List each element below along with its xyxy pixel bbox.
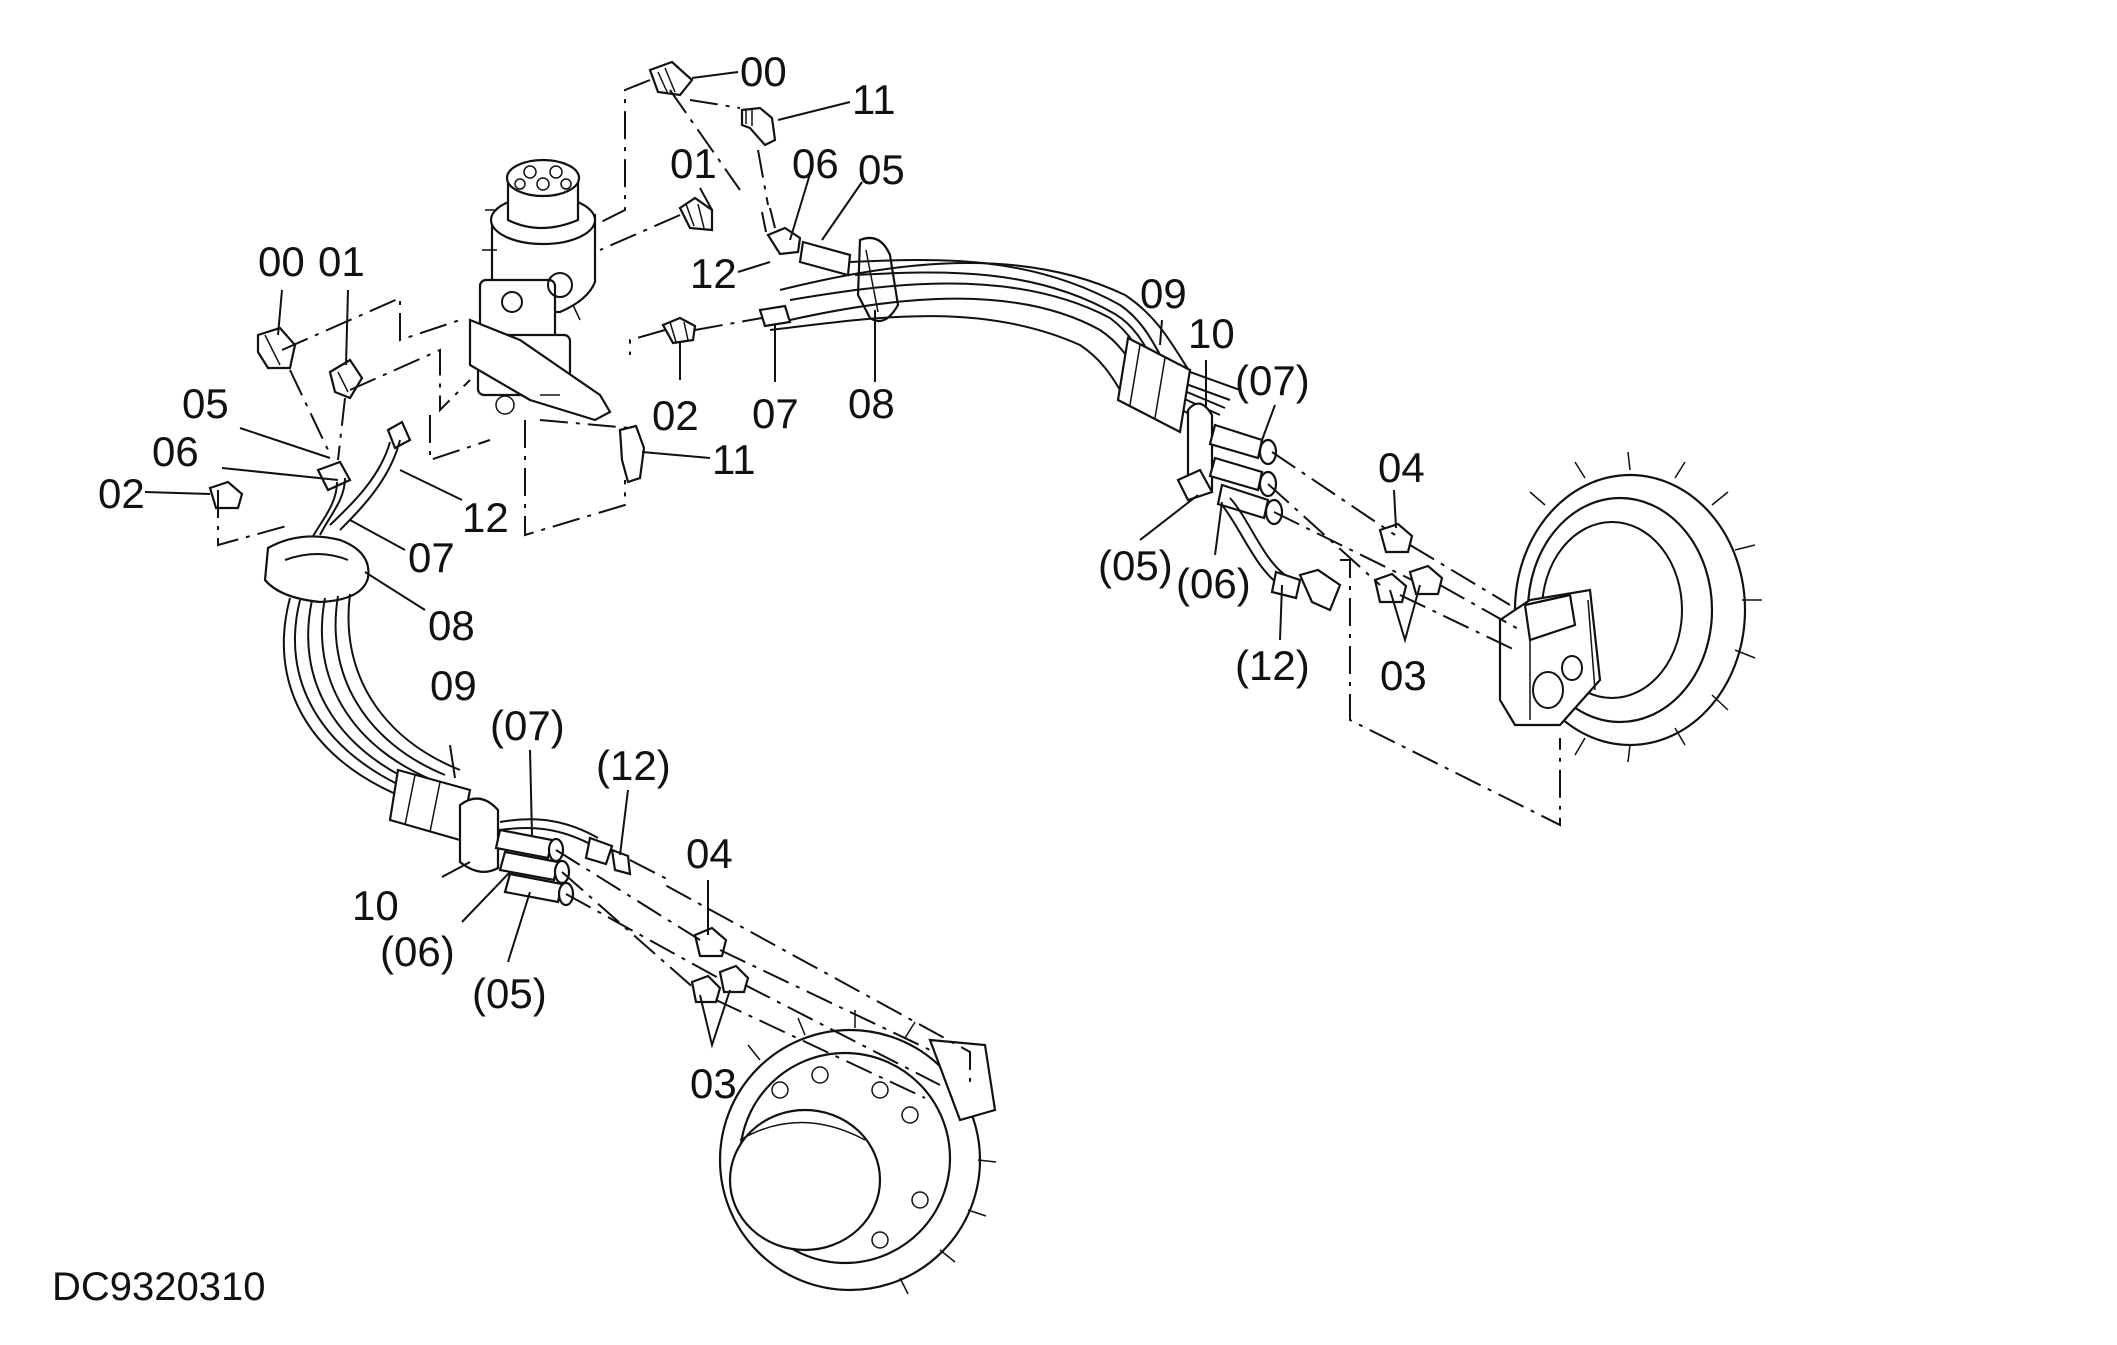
left-hose-end-fittings	[494, 818, 632, 907]
left-fittings-04-03	[690, 926, 750, 1004]
callout-07: 07	[752, 390, 799, 437]
left-fitting-02	[208, 480, 244, 510]
callout-08: 08	[428, 602, 475, 649]
callout-06: 06	[152, 428, 199, 475]
callout-02: 02	[98, 470, 145, 517]
callout-02: 02	[652, 392, 699, 439]
left-protector-sleeve	[388, 768, 472, 842]
left-hose-cluster	[311, 420, 412, 539]
callout-09: 09	[1140, 270, 1187, 317]
left-elbow-fitting-00	[256, 326, 297, 370]
callout-08: 08	[848, 380, 895, 427]
callout-07: 07	[408, 534, 455, 581]
callout-05-ref: (05)	[472, 970, 547, 1017]
callout-05: 05	[858, 146, 905, 193]
callout-06: 06	[792, 140, 839, 187]
right-travel-motor-sprocket	[1498, 451, 1762, 763]
callout-09: 09	[430, 662, 477, 709]
right-fittings-04-03	[1373, 522, 1444, 604]
callout-00: 00	[258, 238, 305, 285]
callout-05-ref: (05)	[1098, 542, 1173, 589]
callout-11: 11	[852, 76, 896, 123]
callout-12: 12	[462, 494, 509, 541]
left-clamp-ring	[263, 535, 370, 604]
callout-03: 03	[1380, 652, 1427, 699]
callout-04: 04	[1378, 444, 1425, 491]
right-protector-sleeve	[1116, 336, 1192, 434]
top-fitting-02	[661, 316, 697, 345]
leader-lines	[144, 71, 1421, 1049]
callout-11: 11	[712, 436, 756, 483]
callout-12-ref: (12)	[596, 742, 671, 789]
top-elbow-fitting-00	[648, 60, 694, 97]
callout-01: 01	[318, 238, 365, 285]
callout-06-ref: (06)	[1176, 560, 1251, 607]
callout-06-ref: (06)	[380, 928, 455, 975]
left-hose-bundle	[282, 593, 461, 796]
top-elbow-fitting-01	[678, 196, 714, 232]
callout-labels: 00 11 01 06 05 12 02 07 08 09 10 (07) 04…	[98, 48, 1427, 1107]
top-hose-ends	[758, 207, 852, 328]
drawing-code: DC9320310	[52, 1265, 266, 1309]
callout-10: 10	[1188, 310, 1235, 357]
callout-01: 01	[670, 140, 717, 187]
top-clamp-08	[856, 236, 900, 323]
right-clamp	[1176, 402, 1214, 502]
callout-07-ref: (07)	[490, 702, 565, 749]
callout-12-ref: (12)	[1235, 642, 1310, 689]
left-elbow-fitting-01	[328, 358, 364, 400]
left-elbow-fitting-11	[618, 424, 646, 484]
callout-10: 10	[352, 882, 399, 929]
left-clamp	[458, 797, 500, 873]
callout-00: 00	[740, 48, 787, 95]
center-swivel-joint	[468, 158, 612, 422]
callout-03: 03	[690, 1060, 737, 1107]
assembly-dash-lines	[217, 79, 1561, 1099]
callout-05: 05	[182, 380, 229, 427]
left-travel-motor-sprocket	[718, 1010, 997, 1295]
callout-04: 04	[686, 830, 733, 877]
right-hose-end-fittings	[1208, 423, 1342, 612]
callout-07-ref: (07)	[1235, 357, 1310, 404]
callout-12: 12	[690, 250, 737, 297]
top-elbow-fitting-11	[740, 106, 777, 147]
